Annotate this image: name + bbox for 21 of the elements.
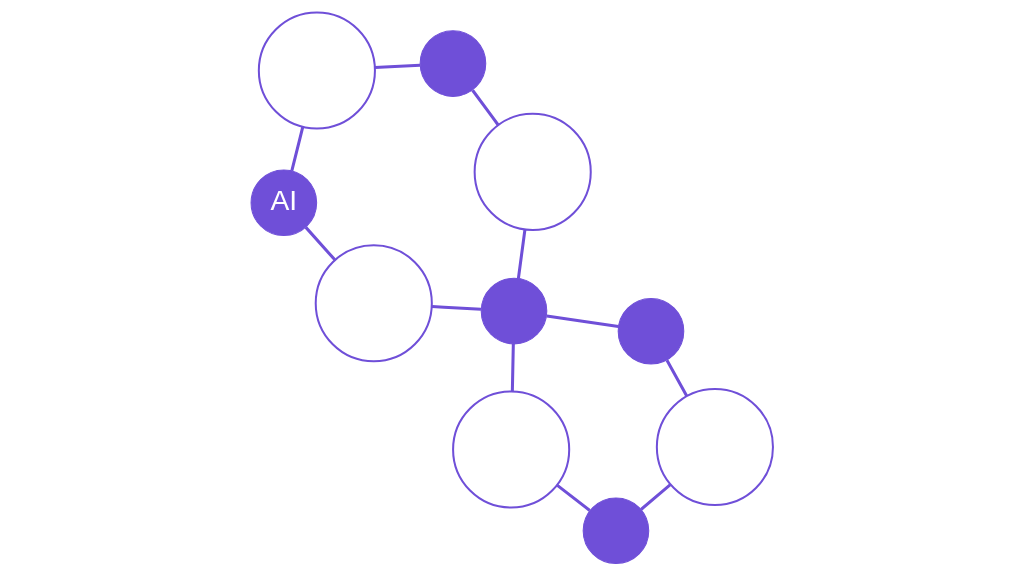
node-circle: [617, 297, 685, 365]
connector: [290, 126, 305, 172]
node-circle: [452, 390, 571, 509]
node-circle: [582, 497, 650, 565]
connector: [640, 483, 672, 511]
connector: [304, 226, 336, 261]
connector: [556, 484, 591, 512]
connector: [510, 344, 515, 392]
node-circle: [314, 244, 433, 363]
connector: [431, 305, 482, 311]
node-circle: [473, 112, 592, 231]
node-circle: [257, 11, 376, 130]
connector: [546, 314, 619, 328]
connector: [374, 63, 421, 70]
node-circle: [419, 30, 487, 97]
node-circle: [655, 387, 774, 507]
node-circle: [480, 277, 548, 345]
connector: [516, 229, 527, 279]
connector: [471, 89, 500, 126]
node-circle: AI: [250, 169, 318, 237]
connector: [665, 359, 689, 397]
